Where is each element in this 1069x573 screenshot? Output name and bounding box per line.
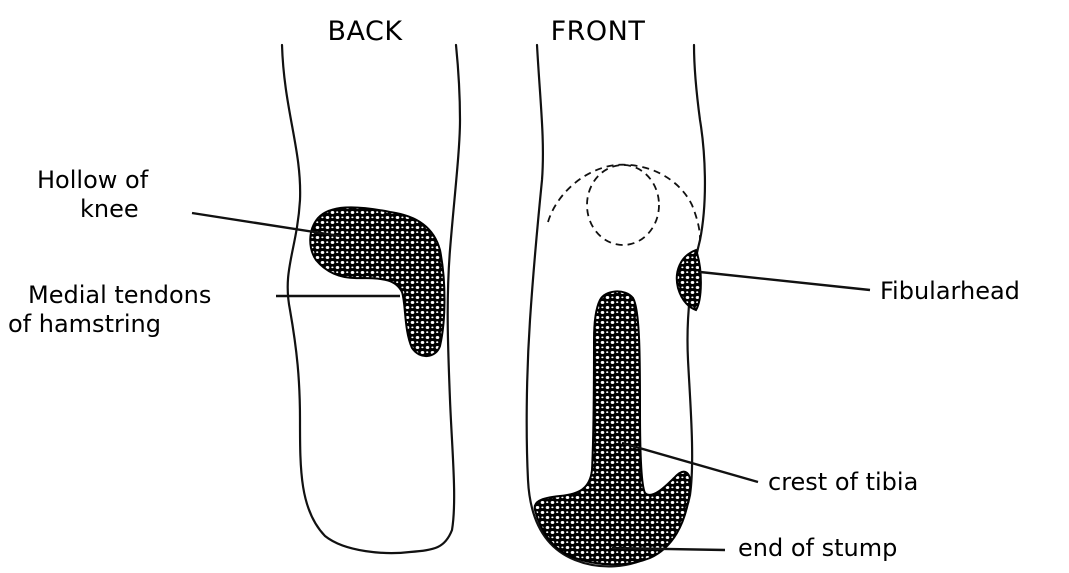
fibular-head-label: Fibularhead	[880, 277, 1020, 305]
crest-of-tibia-label: crest of tibia	[768, 468, 918, 496]
fibular-head-region	[677, 250, 701, 310]
medial-tendons-label-line1: Medial tendons	[28, 281, 211, 309]
tibia-crest-region	[535, 291, 691, 564]
hollow-of-knee-label-line1: Hollow of	[37, 166, 149, 194]
patella-dashed-circle	[587, 165, 659, 245]
fibular-head-leader	[700, 272, 870, 290]
patella-region-dashed	[548, 165, 700, 240]
back-view-heading: BACK	[327, 16, 403, 47]
hollow-of-knee-label-line2: knee	[80, 195, 139, 223]
end-of-stump-label: end of stump	[738, 534, 897, 562]
front-view-heading: FRONT	[551, 16, 646, 47]
hollow-of-knee-region	[310, 207, 444, 356]
medial-tendons-label-line2: of hamstring	[8, 310, 161, 338]
